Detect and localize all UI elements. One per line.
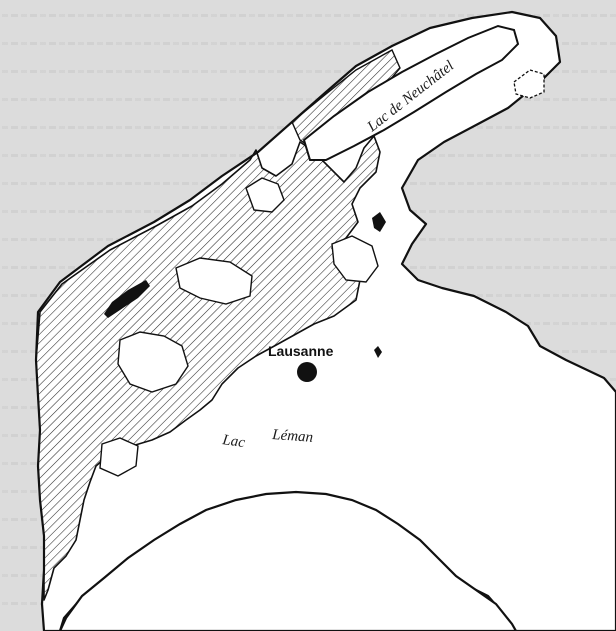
dashed-enclave <box>513 69 545 99</box>
small-lake-joux <box>104 280 150 318</box>
unhatched-enclave-east <box>331 235 379 283</box>
unhatched-enclave-center <box>175 257 253 305</box>
lake-leman <box>58 490 518 631</box>
lake-neuchatel <box>302 24 520 161</box>
unhatched-enclave-west <box>117 331 189 393</box>
unhatched-enclave-north <box>245 177 285 213</box>
small-lake-north <box>372 212 386 232</box>
lausanne-city-dot <box>297 362 317 382</box>
label-lake-leman-part2: Léman <box>271 427 314 446</box>
small-lake-bret <box>374 346 382 358</box>
hatched-region-main <box>35 135 381 601</box>
unhatched-enclave-lake-shore <box>99 437 139 477</box>
label-lake-leman-part1: Lac <box>220 432 246 451</box>
label-city-lausanne: Lausanne <box>268 343 334 359</box>
